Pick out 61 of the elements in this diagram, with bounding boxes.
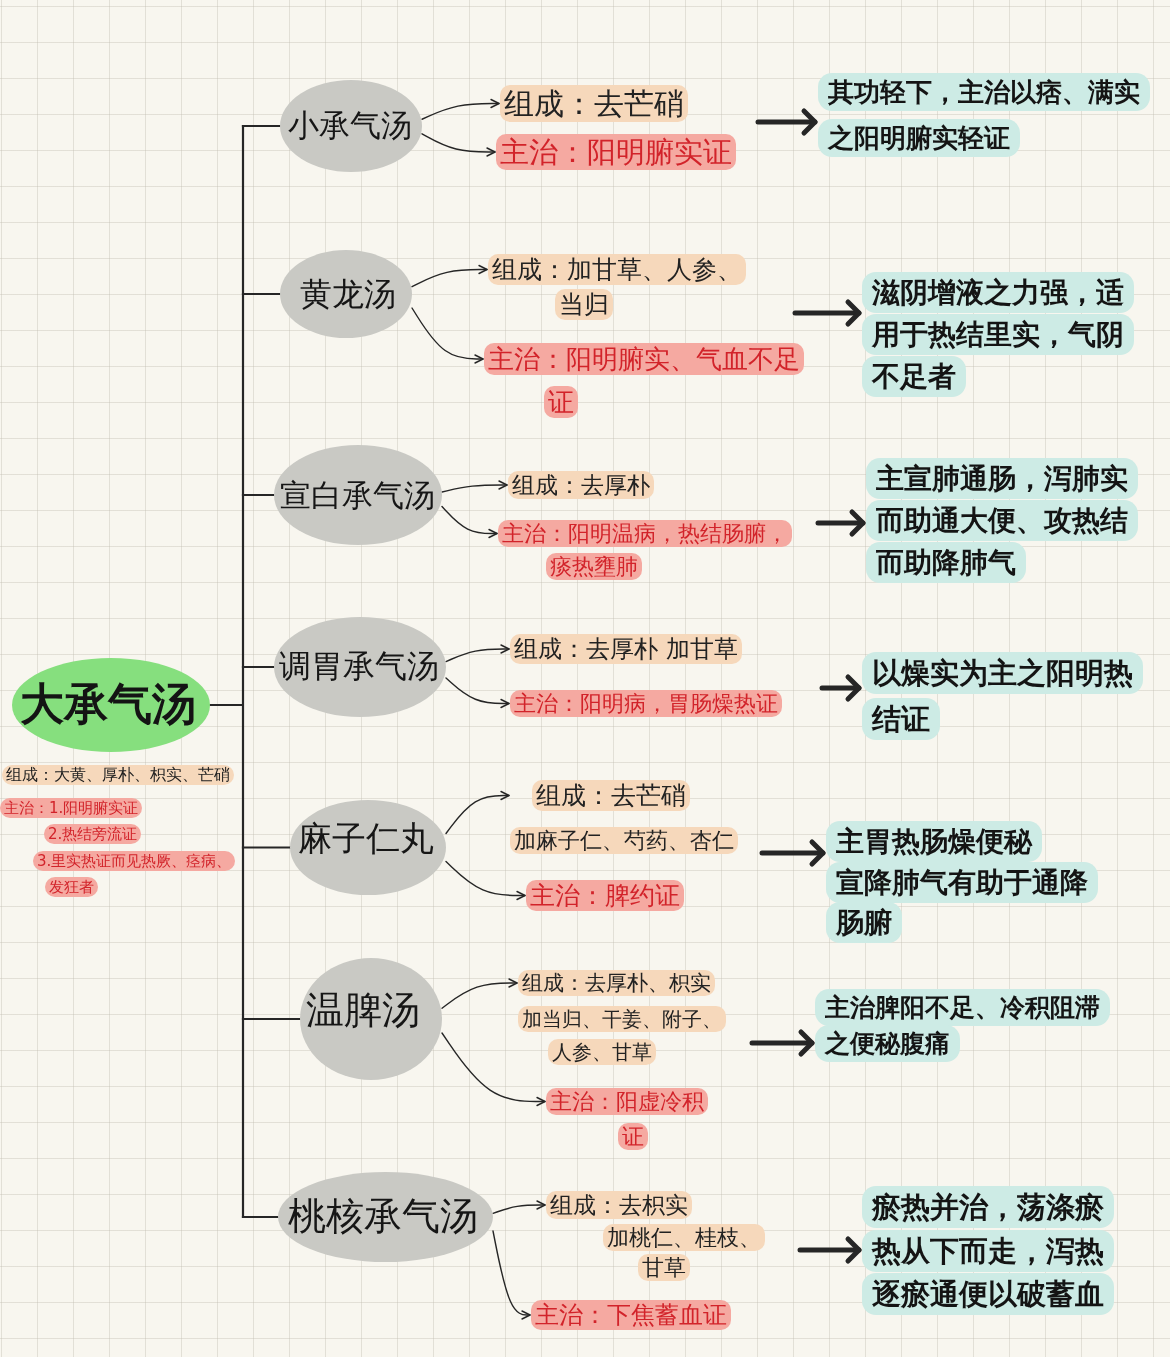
thick-arrow bbox=[749, 1029, 815, 1057]
arrow bbox=[445, 677, 510, 709]
arrow bbox=[441, 480, 508, 493]
composition-text: 组成：去厚朴 加甘草 bbox=[510, 634, 742, 664]
main-formula-name: 大承气汤 bbox=[20, 678, 196, 731]
thick-arrow bbox=[792, 299, 862, 327]
arrow bbox=[421, 98, 500, 120]
arrow bbox=[411, 264, 488, 288]
indication-text: 主治：阳明温病，热结肠腑，痰热壅肺 bbox=[498, 517, 795, 583]
arrow bbox=[411, 307, 484, 364]
effect-note: 主胃热肠燥便秘 bbox=[826, 821, 1042, 862]
tree-line bbox=[241, 846, 292, 849]
formula-name: 桃核承气汤 bbox=[288, 1194, 478, 1240]
composition-text: 加桃仁、桂枝、甘草 bbox=[603, 1223, 768, 1283]
arrow bbox=[441, 505, 498, 539]
effect-note: 主宣肺通肠，泻肺实而助通大便、攻热结而助降肺气 bbox=[866, 458, 1141, 584]
formula-name: 小承气汤 bbox=[288, 107, 412, 145]
effect-note: 瘀热并治，荡涤瘀热从下而走，泻热逐瘀通便以破蓄血 bbox=[862, 1186, 1117, 1317]
arrow bbox=[445, 860, 526, 901]
effect-note: 以燥实为主之阳明热结证 bbox=[862, 650, 1146, 743]
arrow bbox=[445, 790, 510, 835]
formula-name: 宣白承气汤 bbox=[280, 477, 435, 515]
indication-text: 主治：1.阳明腑实证 bbox=[0, 798, 143, 818]
arrow bbox=[421, 133, 496, 157]
formula-name: 麻子仁丸 bbox=[298, 818, 434, 859]
indication-text: 主治：阳明病，胃肠燥热证 bbox=[510, 690, 782, 717]
tree-line bbox=[241, 292, 282, 296]
thick-arrow bbox=[797, 1236, 862, 1264]
arrow bbox=[492, 1200, 546, 1215]
composition-text: 组成：去芒硝 bbox=[532, 780, 690, 811]
effect-note: 宣降肺气有助于通降肠腑 bbox=[826, 862, 1101, 944]
thick-arrow bbox=[755, 108, 818, 136]
composition-text: 组成：大黄、厚朴、枳实、芒硝 bbox=[2, 765, 234, 785]
thick-arrow bbox=[759, 839, 826, 867]
formula-name: 调胃承气汤 bbox=[279, 647, 439, 686]
indication-text: 主治：阳明腑实证 bbox=[496, 134, 736, 170]
composition-text: 加麻子仁、芍药、杏仁 bbox=[510, 826, 738, 854]
thick-arrow bbox=[819, 674, 862, 702]
arrow bbox=[445, 644, 510, 663]
arrow bbox=[492, 1230, 531, 1320]
tree-line bbox=[241, 124, 282, 128]
tree-line bbox=[241, 1017, 302, 1021]
composition-text: 组成：去厚朴、枳实 bbox=[518, 970, 715, 996]
composition-text: 组成：去芒硝 bbox=[500, 85, 688, 122]
thick-arrow bbox=[815, 509, 866, 537]
effect-note: 滋阴增液之力强，适用于热结里实，气阴不足者 bbox=[862, 272, 1137, 398]
formula-name: 黄龙汤 bbox=[300, 275, 396, 314]
indication-text: 2.热结旁流证 bbox=[44, 824, 142, 845]
tree-line bbox=[241, 1215, 280, 1219]
composition-text: 组成：去枳实 bbox=[546, 1191, 692, 1219]
arrow bbox=[441, 978, 518, 1009]
indication-text: 主治：脾约证 bbox=[526, 880, 684, 911]
composition-text: 组成：加甘草、人参、当归 bbox=[488, 252, 749, 322]
formula-name: 温脾汤 bbox=[306, 988, 420, 1034]
tree-line bbox=[241, 493, 276, 497]
tree-line bbox=[241, 665, 276, 669]
arrow bbox=[441, 1032, 546, 1107]
indication-text: 主治：下焦蓄血证 bbox=[531, 1300, 731, 1330]
tree-line bbox=[208, 124, 245, 1219]
composition-text: 组成：去厚朴 bbox=[508, 471, 654, 499]
effect-note: 主治脾阳不足、冷积阻滞之便秘腹痛 bbox=[815, 990, 1113, 1063]
